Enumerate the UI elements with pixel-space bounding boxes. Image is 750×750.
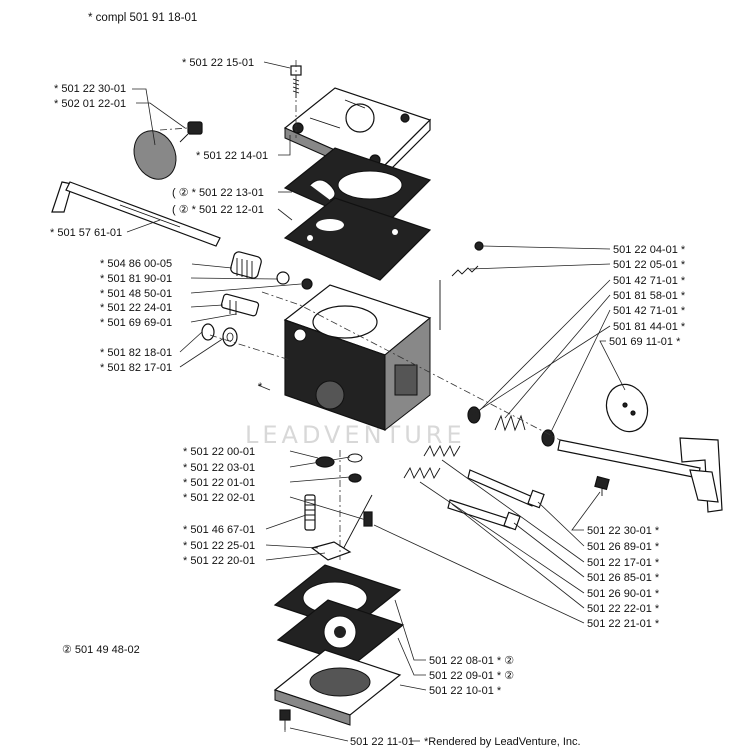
pump-gasket-icon [283, 147, 432, 231]
credit-text: *Rendered by LeadVenture, Inc. [424, 736, 581, 748]
part-label: * 501 22 30-01 [54, 83, 126, 95]
part-label: 501 81 58-01 * [613, 290, 686, 302]
part-label: * 501 22 24-01 [100, 302, 172, 314]
part-label: 501 26 90-01 * [587, 588, 660, 600]
watermark: LEADVENTURE [245, 421, 466, 449]
kit-header: * compl 501 91 18-01 [88, 12, 197, 24]
part-label: * 501 22 00-01 [183, 446, 255, 458]
part-label: 501 81 44-01 * [613, 321, 686, 333]
part-label: 501 69 11-01 * [609, 336, 681, 348]
part-label: 501 22 17-01 * [587, 557, 660, 569]
part-label: 501 22 21-01 * [587, 618, 660, 630]
part-label: 501 22 10-01 * [429, 685, 502, 697]
throttle-valve-disc-icon [605, 383, 649, 433]
part-label: * [258, 381, 263, 393]
part-label: * 502 01 22-01 [54, 98, 126, 110]
kit-legend: ② 501 49 48-02 [62, 644, 140, 656]
part-label: * 501 81 90-01 [100, 273, 172, 285]
part-label: * 501 46 67-01 [183, 524, 255, 536]
metering-diaphragm-icon [276, 599, 405, 666]
choke-valve-disc-icon [133, 130, 177, 180]
part-label: * 501 69 69-01 [100, 317, 172, 329]
filter-screen-icon [230, 251, 313, 290]
part-label: 501 22 05-01 * [613, 259, 686, 271]
part-label: * 501 22 02-01 [183, 492, 255, 504]
small-spring-icon [439, 265, 479, 330]
part-label: 501 26 89-01 * [587, 541, 660, 553]
part-label: 501 22 04-01 * [613, 244, 686, 256]
part-label: * 501 22 15-01 [182, 57, 254, 69]
leader-lines [126, 61, 626, 742]
check-ball-icon [474, 241, 484, 251]
part-label: 501 22 22-01 * [587, 603, 660, 615]
part-label: 501 22 30-01 * [587, 525, 660, 537]
screw-icon [447, 469, 610, 531]
part-label: 501 22 11-01 [350, 736, 414, 748]
part-label: 501 26 85-01 * [587, 572, 660, 584]
part-label: * 501 48 50-01 [100, 288, 172, 300]
part-label: ( ② * 501 22 12-01 [172, 204, 264, 216]
carburetor-body-icon [283, 284, 432, 432]
throttle-shaft-icon [557, 437, 723, 513]
choke-shaft-icon [51, 181, 221, 247]
part-label: * 501 22 01-01 [183, 477, 255, 489]
part-label: 501 42 71-01 * [613, 275, 686, 287]
part-label: * 504 86 00-05 [100, 258, 172, 270]
spring-icon [403, 414, 526, 480]
metering-cover-icon [273, 649, 402, 726]
valve-washer-icon [467, 406, 555, 447]
metering-lever-icon [310, 541, 352, 561]
choke-screw-icon [179, 121, 203, 143]
pump-diaphragm-icon [283, 197, 432, 281]
seal-ring-icon [201, 323, 238, 347]
part-label: * 501 82 18-01 [100, 347, 172, 359]
part-label: * 501 57 61-01 [50, 227, 122, 239]
part-label: 501 22 08-01 * ② [429, 655, 514, 667]
part-label: * 501 22 20-01 [183, 555, 255, 567]
part-label: * 501 22 03-01 [183, 462, 255, 474]
inlet-fitting-icon [220, 293, 260, 317]
part-label: * 501 22 25-01 [183, 540, 255, 552]
part-label: 501 42 71-01 * [613, 305, 686, 317]
part-label: * 501 22 14-01 [196, 150, 268, 162]
part-label: 501 22 09-01 * ② [429, 670, 514, 682]
part-label: * 501 82 17-01 [100, 362, 172, 374]
part-label: ( ② * 501 22 13-01 [172, 187, 264, 199]
